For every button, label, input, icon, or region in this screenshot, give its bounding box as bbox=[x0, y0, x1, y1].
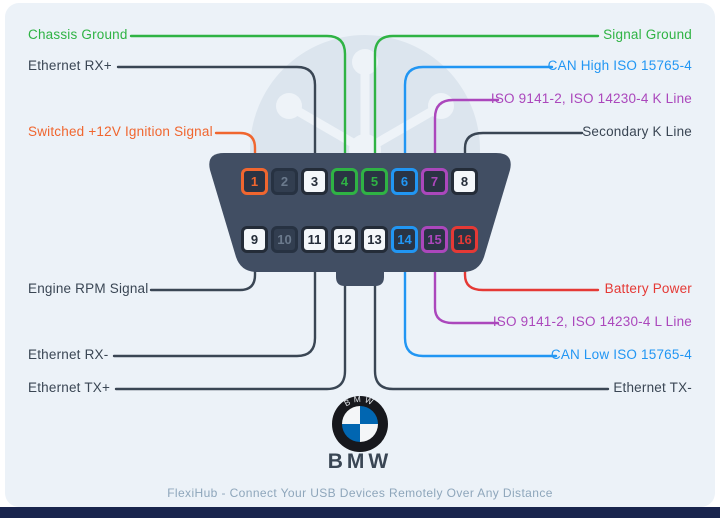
label-k-line: ISO 9141-2, ISO 14230-4 K Line bbox=[490, 91, 692, 106]
footer-tagline: FlexiHub - Connect Your USB Devices Remo… bbox=[167, 486, 553, 500]
label-ethernet-rx-minus: Ethernet RX- bbox=[28, 347, 109, 362]
label-can-low: CAN Low ISO 15765-4 bbox=[550, 347, 692, 362]
leader-k-line-pin7 bbox=[433, 98, 500, 178]
pin-14: 14 bbox=[391, 226, 418, 253]
label-ethernet-rx-plus: Ethernet RX+ bbox=[28, 58, 112, 73]
pin-8: 8 bbox=[451, 168, 478, 195]
pin-12: 12 bbox=[331, 226, 358, 253]
leader-battery-power-pin16 bbox=[463, 246, 600, 292]
pin-16: 16 bbox=[451, 226, 478, 253]
label-l-line: ISO 9141-2, ISO 14230-4 L Line bbox=[492, 314, 692, 329]
label-switched-12v-ignition: Switched +12V Ignition Signal bbox=[28, 124, 213, 139]
pin-11: 11 bbox=[301, 226, 328, 253]
pin-15: 15 bbox=[421, 226, 448, 253]
bmw-logo-ring-text: BMW bbox=[342, 394, 377, 408]
bmw-logo: BMW bbox=[332, 394, 388, 452]
leader-can-high-pin6 bbox=[403, 65, 554, 178]
pin-2: 2 bbox=[271, 168, 298, 195]
pin-13: 13 bbox=[361, 226, 388, 253]
pin-5: 5 bbox=[361, 168, 388, 195]
label-chassis-ground: Chassis Ground bbox=[28, 27, 128, 42]
bmw-logo-quadrants bbox=[342, 406, 378, 442]
label-battery-power: Battery Power bbox=[604, 281, 692, 296]
leader-signal-ground-pin5 bbox=[373, 34, 600, 178]
pin-9: 9 bbox=[241, 226, 268, 253]
leader-secondary-k-line-pin8 bbox=[463, 131, 584, 178]
leader-ethernet-rx-minus-pin11 bbox=[112, 246, 317, 358]
bottom-accent-bar bbox=[0, 507, 720, 518]
leader-chassis-ground-pin4 bbox=[129, 34, 347, 178]
leader-ethernet-tx-plus-pin12 bbox=[114, 246, 347, 391]
label-ethernet-tx-minus: Ethernet TX- bbox=[613, 380, 692, 395]
label-secondary-k-line: Secondary K Line bbox=[582, 124, 692, 139]
label-engine-rpm-signal: Engine RPM Signal bbox=[28, 281, 149, 296]
bmw-wordmark: BMW bbox=[327, 450, 393, 473]
label-signal-ground: Signal Ground bbox=[603, 27, 692, 42]
label-ethernet-tx-plus: Ethernet TX+ bbox=[28, 380, 111, 395]
pin-6: 6 bbox=[391, 168, 418, 195]
leader-ethernet-rx-plus-pin3 bbox=[116, 65, 317, 178]
pin-3: 3 bbox=[301, 168, 328, 195]
pin-7: 7 bbox=[421, 168, 448, 195]
pin-4: 4 bbox=[331, 168, 358, 195]
leader-ethernet-tx-minus-pin13 bbox=[373, 246, 610, 391]
pin-10: 10 bbox=[271, 226, 298, 253]
label-can-high: CAN High ISO 15765-4 bbox=[547, 58, 692, 73]
leader-engine-rpm-pin9 bbox=[149, 246, 257, 292]
leader-can-low-pin14 bbox=[403, 246, 558, 358]
obd2-connector-foot bbox=[336, 272, 384, 286]
leader-ignition-pin1 bbox=[214, 131, 257, 178]
leader-l-line-pin15 bbox=[433, 246, 500, 325]
pin-1: 1 bbox=[241, 168, 268, 195]
